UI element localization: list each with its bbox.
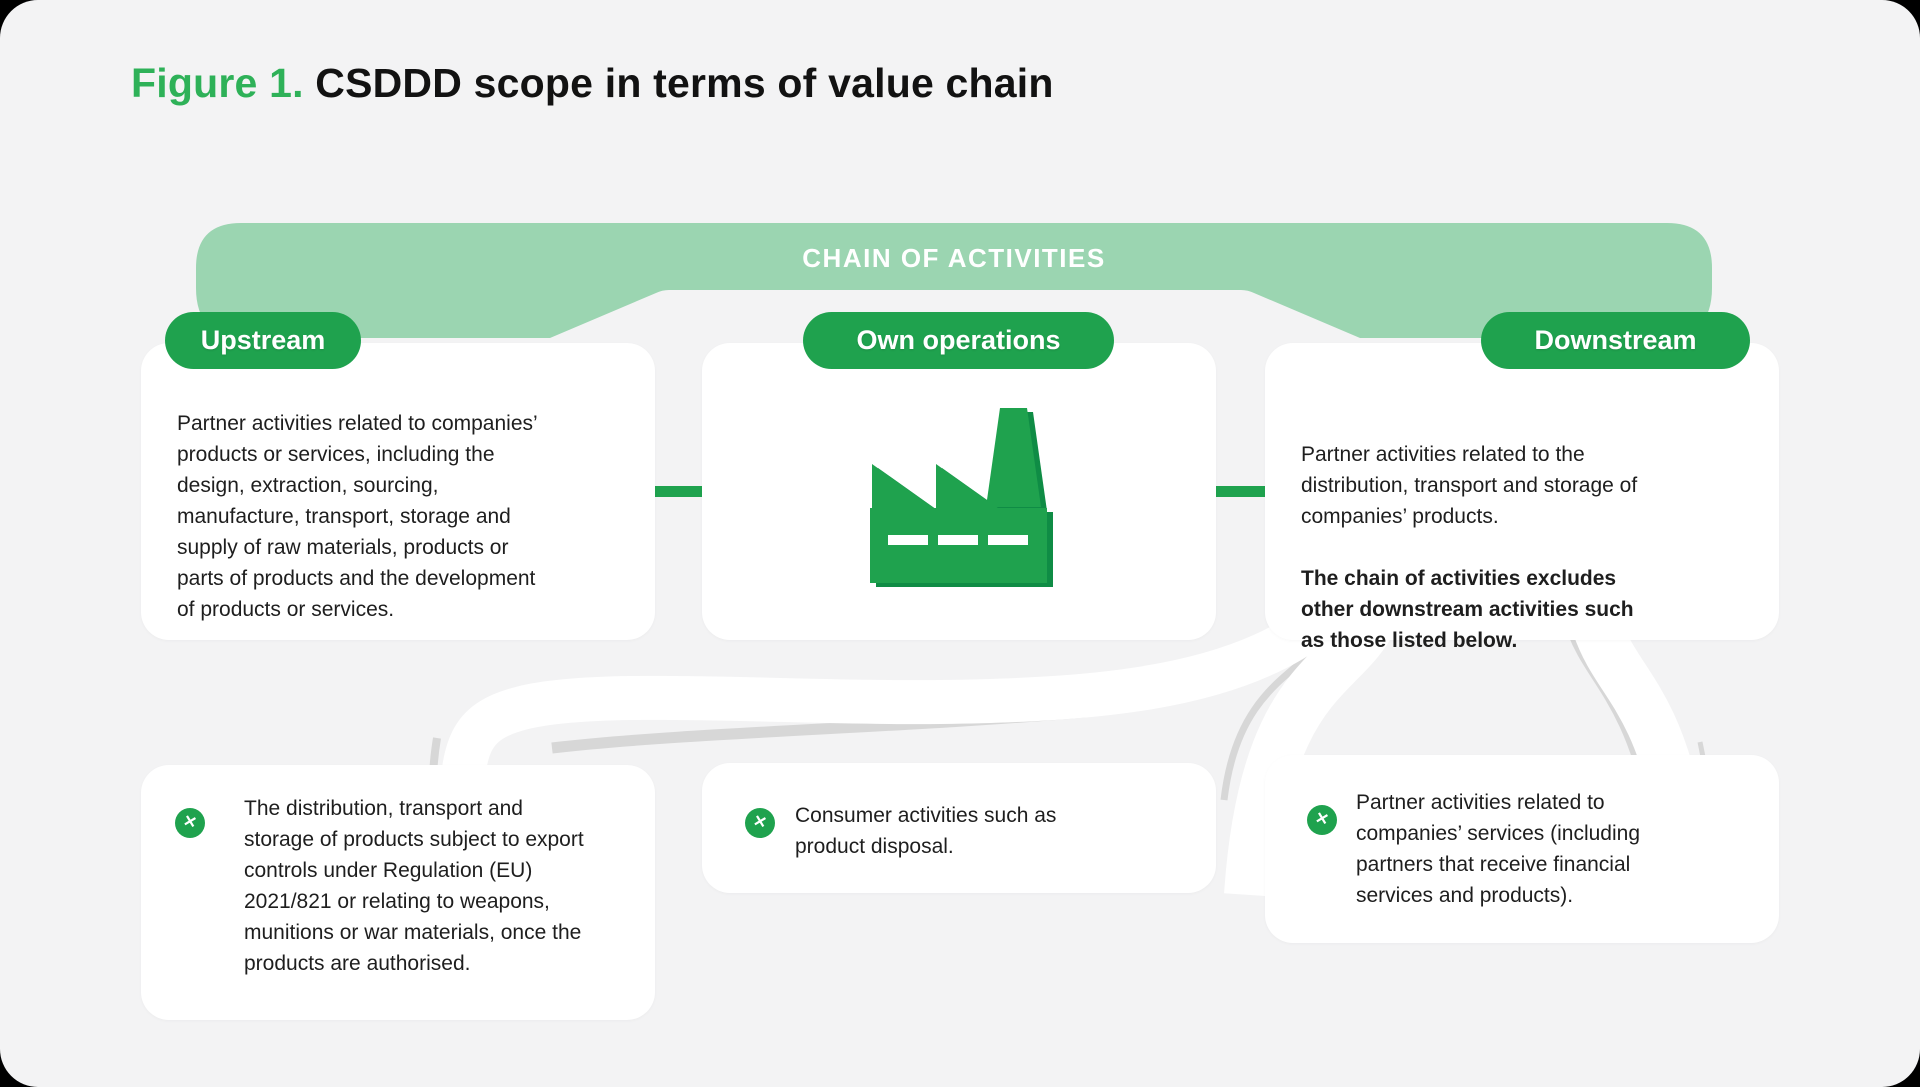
cross-glyph: ✕ (751, 812, 769, 833)
excluded-row: ✕ Consumer activities such as product di… (702, 763, 1216, 862)
chain-banner-label: CHAIN OF ACTIVITIES (802, 243, 1106, 273)
excluded-cross-icon: ✕ (1307, 805, 1337, 835)
chain-banner-shape (196, 223, 1712, 338)
card-own-operations (702, 343, 1216, 640)
excluded-card-services: ✕ Partner activities related to companie… (1265, 755, 1779, 943)
ribbon-to-middle-card (1224, 611, 1391, 897)
downstream-description: Partner activities related to the distri… (1301, 443, 1638, 528)
excluded-card-consumer-activities: ✕ Consumer activities such as product di… (702, 763, 1216, 893)
excluded-text: Partner activities related to companies’… (1356, 791, 1641, 907)
excluded-cross-icon: ✕ (745, 808, 775, 838)
figure-number-label: Figure 1. (131, 60, 304, 106)
pill-upstream-label: Upstream (200, 325, 326, 355)
card-upstream: Partner activities related to companies’… (141, 343, 655, 640)
excluded-cross-icon: ✕ (175, 808, 205, 838)
excluded-card-export-controls: ✕ The distribution, transport and storag… (141, 765, 655, 1020)
downstream-exclusion-note: The chain of activities excludes other d… (1301, 567, 1634, 652)
excluded-row: ✕ The distribution, transport and storag… (141, 765, 655, 979)
excluded-text: The distribution, transport and storage … (244, 797, 584, 975)
pill-own-operations-label: Own operations (856, 325, 1061, 355)
factory-icon (870, 408, 1053, 587)
connector-left (655, 486, 702, 497)
cross-glyph: ✕ (181, 812, 199, 833)
cross-glyph: ✕ (1313, 809, 1331, 830)
excluded-row: ✕ Partner activities related to companie… (1265, 755, 1779, 911)
page-title: Figure 1. CSDDD scope in terms of value … (131, 60, 1054, 107)
pill-downstream-label: Downstream (1534, 325, 1697, 355)
pill-upstream: Upstream (165, 312, 361, 369)
card-downstream: Partner activities related to the distri… (1265, 343, 1779, 652)
connector-right (1216, 486, 1265, 497)
pill-own-operations: Own operations (803, 312, 1114, 369)
ribbon-to-left-card (439, 604, 1332, 811)
pill-downstream: Downstream (1481, 312, 1750, 369)
upstream-description: Partner activities related to companies’… (177, 412, 538, 621)
excluded-text: Consumer activities such as product disp… (795, 804, 1057, 858)
figure-title-text: CSDDD scope in terms of value chain (303, 60, 1054, 106)
